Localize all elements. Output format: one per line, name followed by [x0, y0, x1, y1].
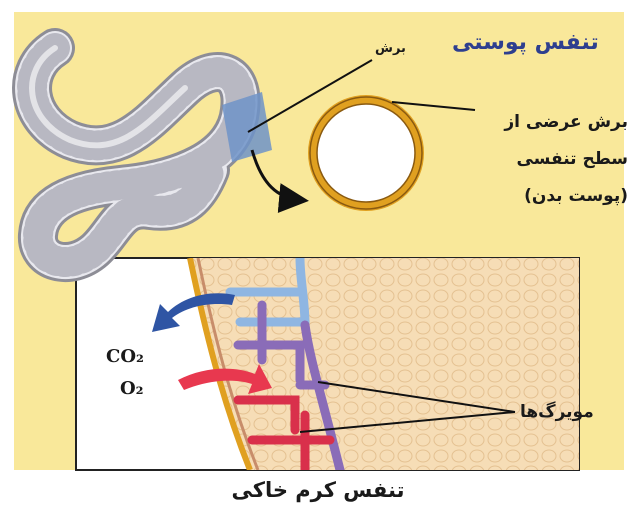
cross-section-label-line-2: سطح تنفسی — [470, 141, 628, 178]
cross-section-ring — [308, 95, 424, 211]
skin-inset — [76, 258, 579, 470]
cross-section-label-line-3: (پوست بدن) — [470, 178, 628, 215]
o2-label: O₂ — [120, 378, 144, 399]
cross-section-label-line-1: برش عرضی از — [470, 104, 628, 141]
cut-label: برش — [375, 41, 406, 56]
co2-label: CO₂ — [106, 346, 144, 367]
figure-caption: تنفس کرم خاکی — [0, 478, 636, 502]
cross-section-label: برش عرضی از سطح تنفسی (پوست بدن) — [470, 104, 628, 215]
diagram-title: تنفس پوستی — [452, 30, 599, 55]
capillaries-label: مویرگ‌ها — [520, 402, 594, 422]
